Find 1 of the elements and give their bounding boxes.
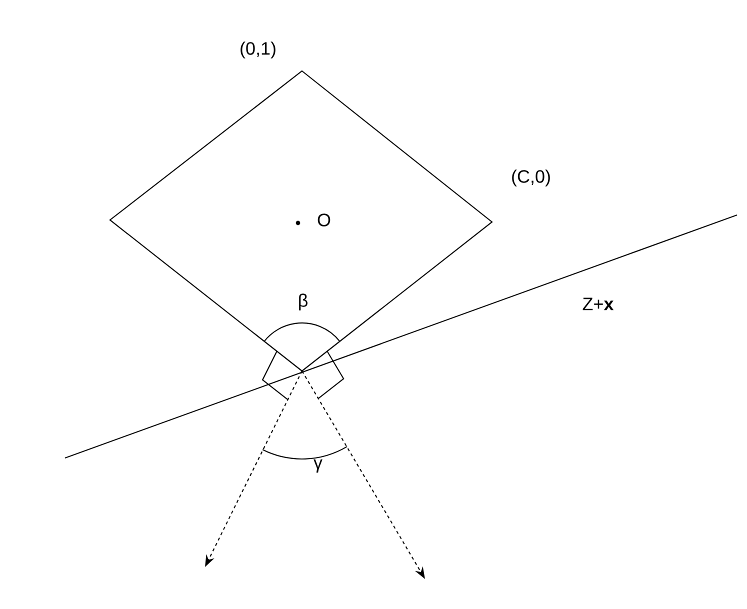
vertex-label: (0,1): [240, 42, 276, 58]
